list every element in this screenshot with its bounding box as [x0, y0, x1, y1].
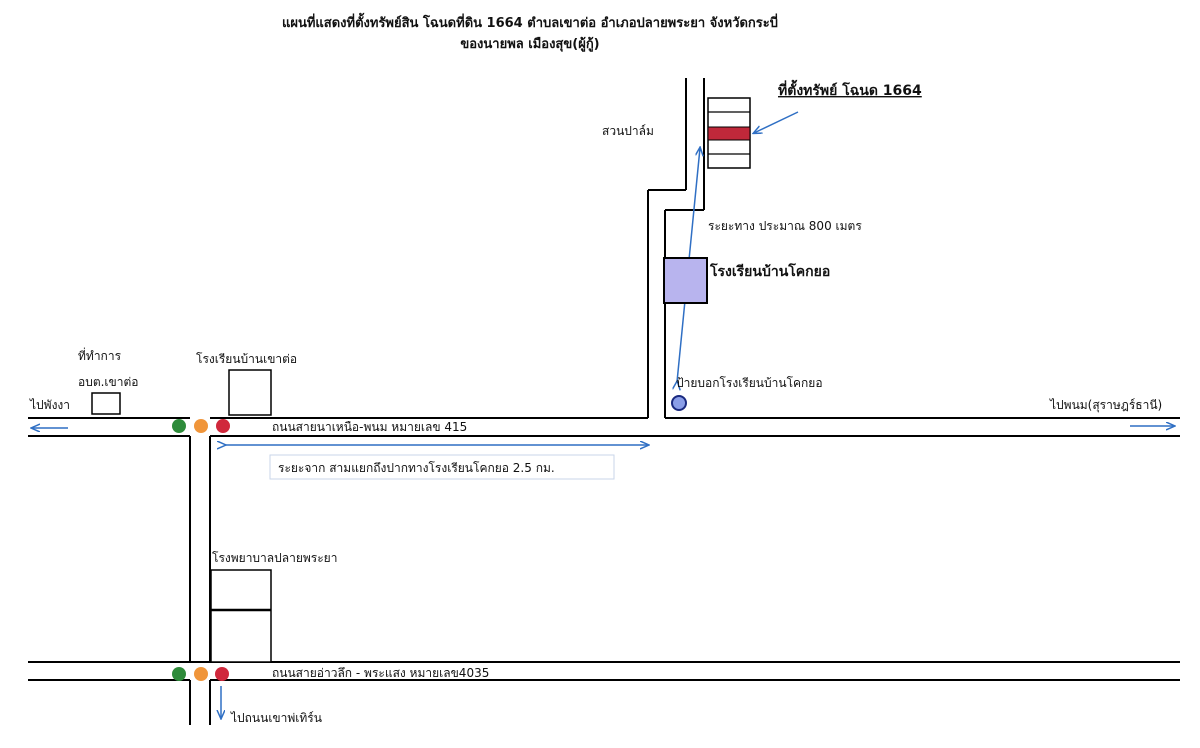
sign-marker-icon	[671, 395, 687, 411]
office-label-line1: ที่ทำการ	[78, 347, 122, 363]
khao-to-school-building	[228, 369, 272, 416]
property-location-label: ที่ตั้งทรัพย์ โฉนด 1664	[778, 79, 922, 99]
to-phanom-label: ไปพนม(สุราษฎร์ธานี)	[1049, 398, 1162, 413]
connector-road	[189, 436, 211, 725]
map-title-line1: แผนที่แสดงที่ตั้งทรัพย์สิน โฉนดที่ดิน 16…	[282, 12, 778, 31]
traffic-light-icon	[172, 667, 229, 681]
property-1664-plot	[707, 126, 751, 141]
road-4035-label: ถนนสายอ่าวลึก - พระแสง หมายเลข4035	[272, 666, 489, 680]
property-plots	[707, 97, 751, 169]
distance-800-label: ระยะทาง ประมาณ 800 เมตร	[708, 219, 862, 233]
hospital-building	[210, 569, 272, 663]
office-building	[91, 392, 121, 415]
side-road	[647, 78, 705, 418]
hospital-label: โรงพยาบาลปลายพระยา	[212, 551, 337, 565]
distance-25-box	[269, 454, 615, 480]
palm-garden-label: สวนปาล์ม	[602, 124, 654, 138]
khok-yo-school-building	[663, 257, 708, 304]
map-title-line2: ของนายพล เมืองสุข(ผู้กู้)	[460, 36, 599, 52]
property-pointer-arrow	[754, 111, 799, 133]
road-415-label: ถนนสายนาเหนือ-พนม หมายเลข 415	[272, 420, 467, 434]
distance-25-label: ระยะจาก สามแยกถึงปากทางโรงเรียนโคกยอ 2.5…	[278, 461, 555, 475]
to-khao-than-label: ไปถนนเขาพ่เทิร์น	[230, 711, 322, 725]
khok-yo-sign-label: ป้ายบอกโรงเรียนบ้านโคกยอ	[676, 376, 823, 390]
khok-yo-school-label: โรงเรียนบ้านโคกยอ	[709, 262, 830, 280]
khao-to-school-label: โรงเรียนบ้านเขาต่อ	[196, 352, 297, 366]
to-phangnga-label: ไปพังงา	[29, 398, 70, 412]
traffic-light-icon	[172, 419, 230, 433]
office-label-line2: อบต.เขาต่อ	[78, 375, 138, 389]
road-415	[28, 417, 1180, 437]
